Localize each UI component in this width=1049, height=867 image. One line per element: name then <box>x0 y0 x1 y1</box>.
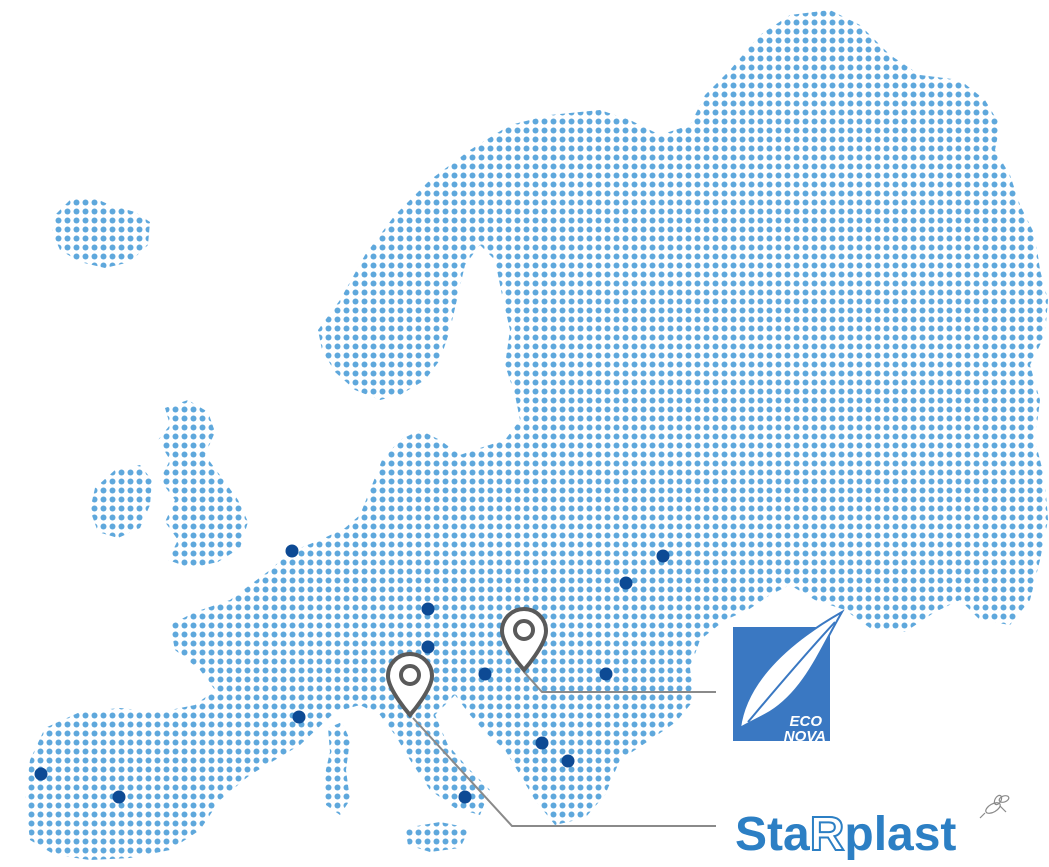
city-markers <box>34 544 670 804</box>
location-pin-icon <box>499 607 549 674</box>
ireland <box>90 465 152 538</box>
econova-logo-line2: NOVA <box>784 728 826 745</box>
connector-econova <box>523 671 716 693</box>
connector-starplast <box>412 717 716 827</box>
city-dot-icon <box>112 790 126 804</box>
starplast-part1: Sta <box>735 808 810 861</box>
great-britain <box>158 400 248 568</box>
city-dot-icon <box>478 667 492 681</box>
city-dot-icon <box>561 754 575 768</box>
city-dot-icon <box>619 576 633 590</box>
city-dot-icon <box>285 544 299 558</box>
mainland <box>25 10 1048 860</box>
econova-logo: ECO NOVA <box>733 609 845 745</box>
starplast-part2: R <box>810 808 845 861</box>
land-masses <box>25 10 1048 860</box>
starplast-logo: StaRplast <box>735 794 1010 862</box>
city-dot-icon <box>458 790 472 804</box>
city-dot-icon <box>421 602 435 616</box>
city-dot-icon <box>535 736 549 750</box>
starplast-logo-text: StaRplast <box>735 808 956 861</box>
connector-lines <box>412 671 716 827</box>
econova-logo-line1: ECO <box>789 713 822 730</box>
starplast-part3: plast <box>844 808 956 861</box>
corsica-sardinia <box>324 722 350 815</box>
location-pin-icon <box>385 652 435 719</box>
city-dot-icon <box>656 549 670 563</box>
city-dot-icon <box>34 767 48 781</box>
city-dot-icon <box>421 640 435 654</box>
city-dot-icon <box>292 710 306 724</box>
city-dot-icon <box>599 667 613 681</box>
iceland <box>52 196 150 268</box>
sicily <box>405 822 470 852</box>
bee-icon <box>979 794 1010 819</box>
